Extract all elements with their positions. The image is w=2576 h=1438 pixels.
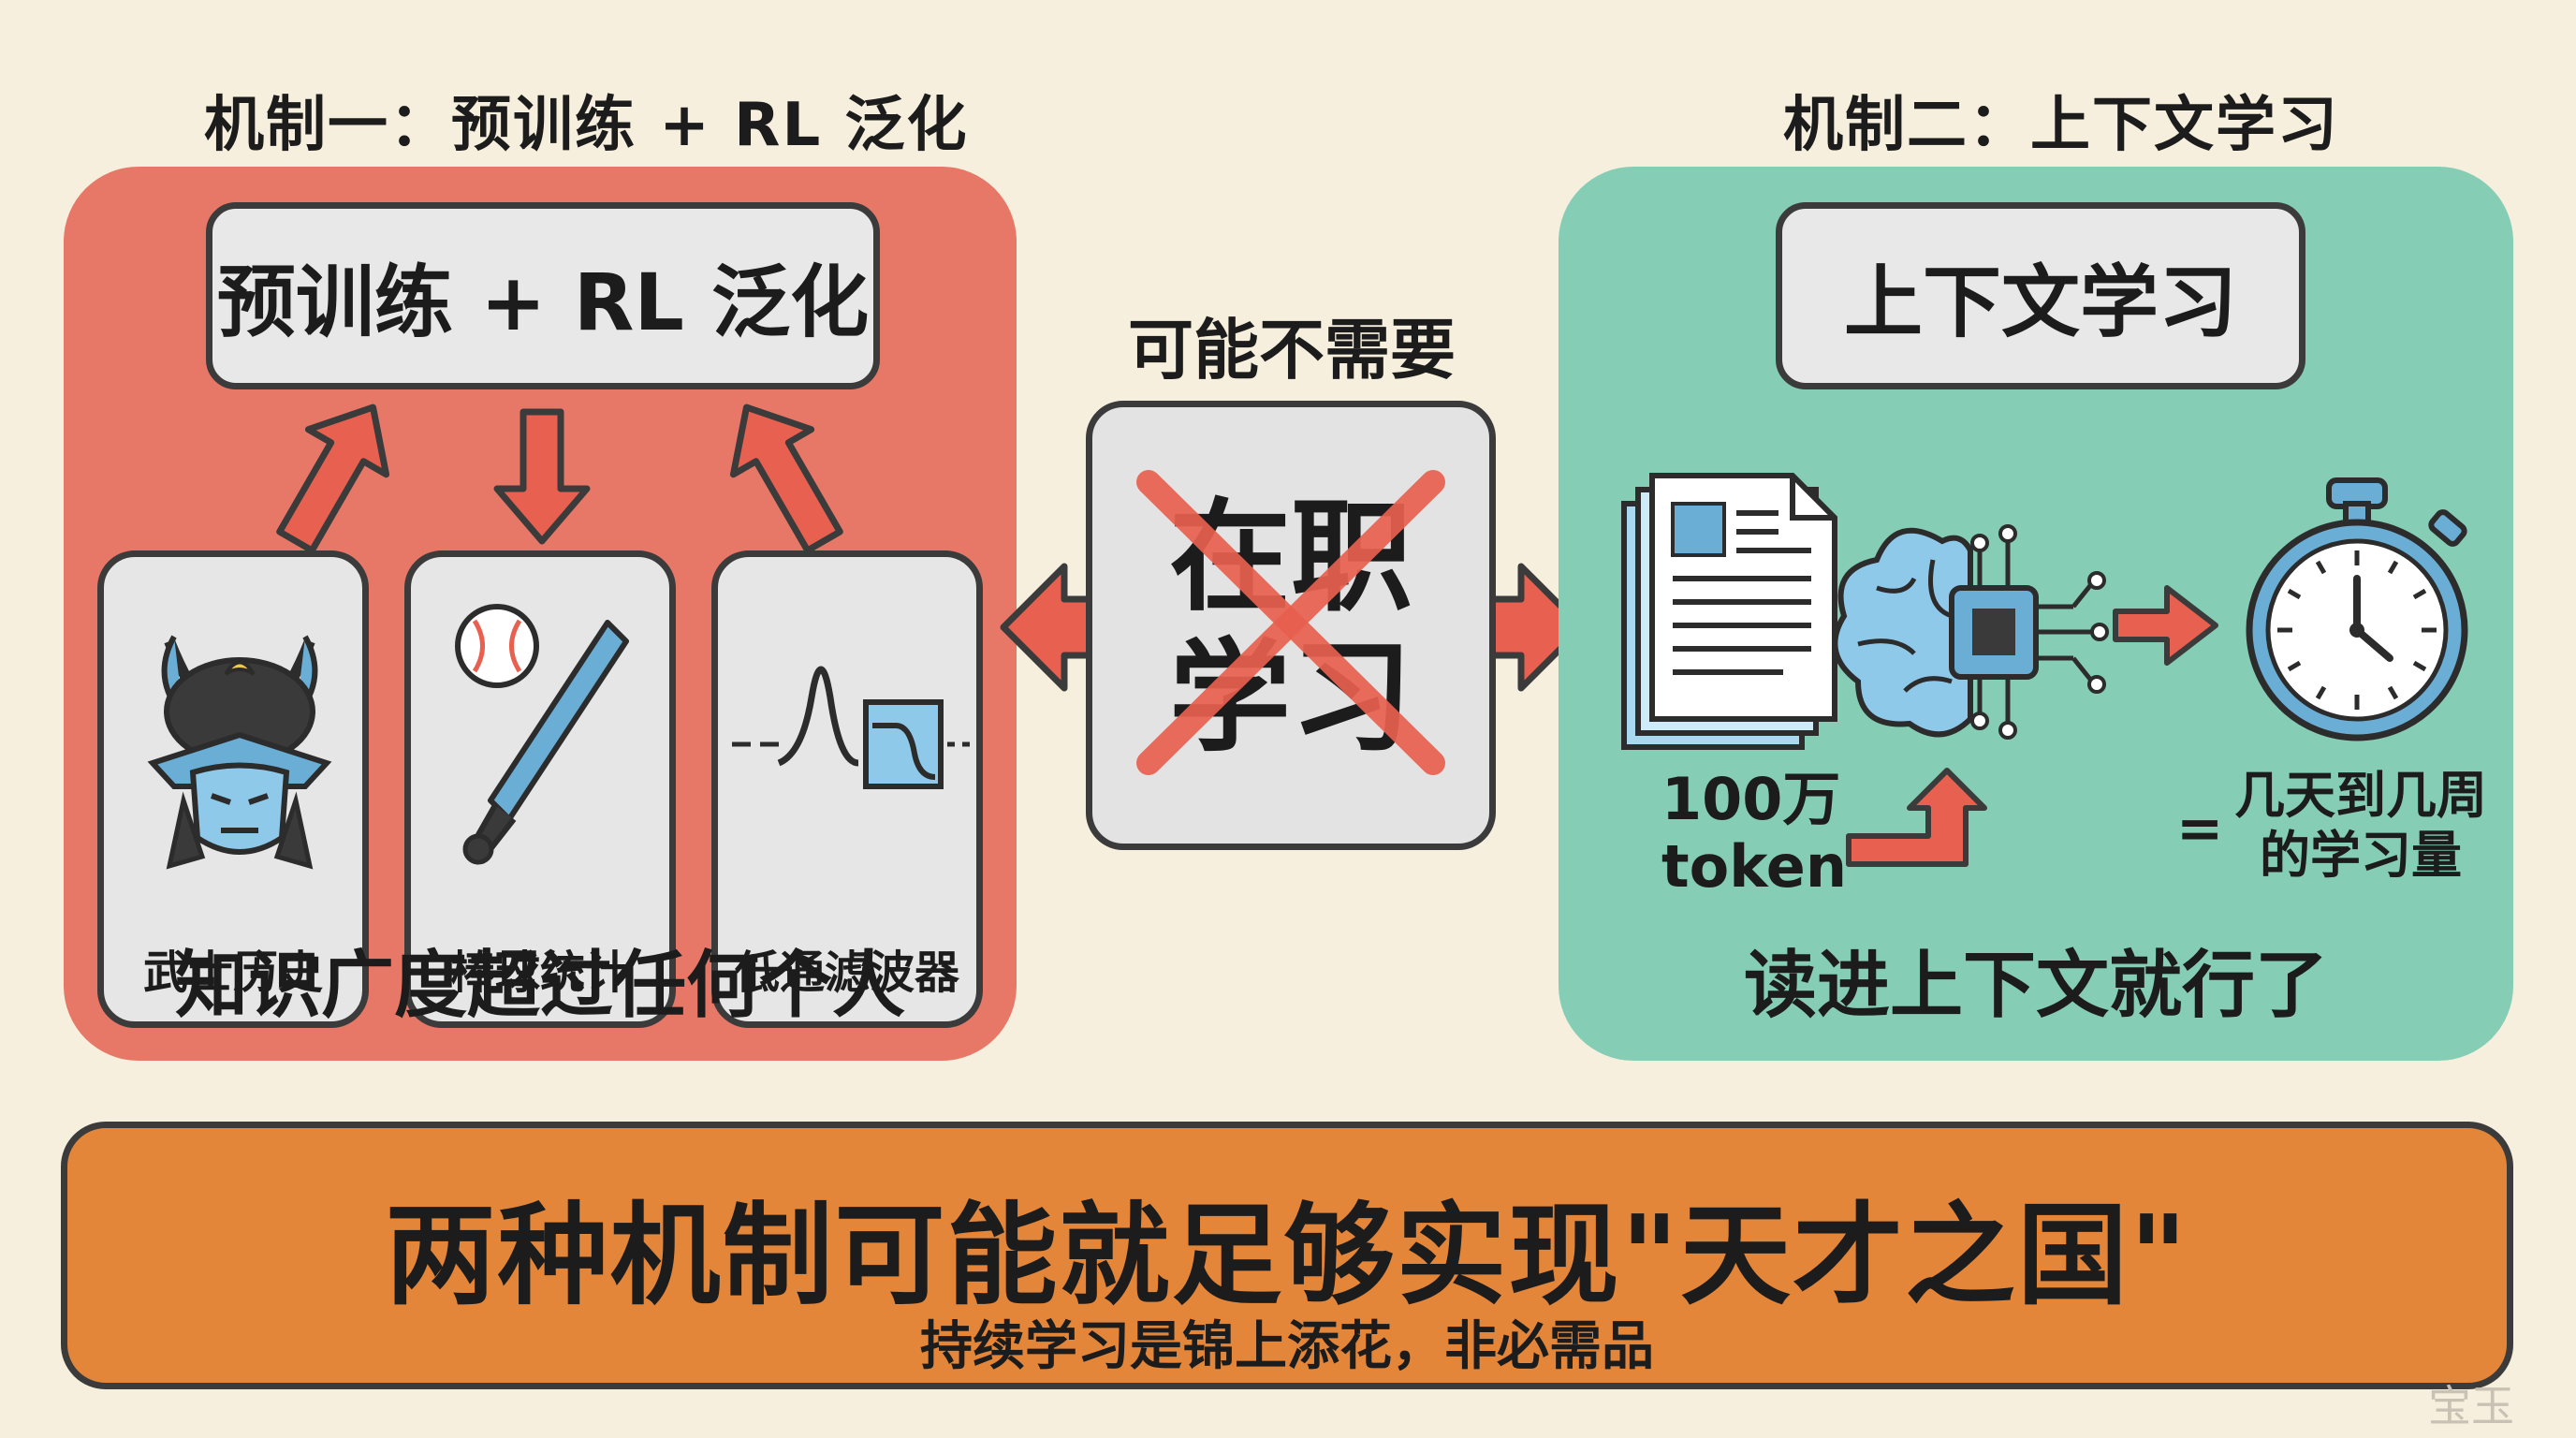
mechanism-two-caption: 读进上下文就行了 xyxy=(1743,944,2328,1028)
flow-arrows xyxy=(276,404,843,554)
documents-stack-icon xyxy=(1621,473,1837,750)
arrow-up-left-icon xyxy=(729,404,843,554)
mechanism-two-panel: 上下文学习 100万 xyxy=(1559,167,2513,1061)
may-not-need-note: 可能不需要 xyxy=(1128,312,1456,389)
learning-duration-line1: 几天到几周 xyxy=(2234,766,2487,825)
topic-label-baseball-stats: 棒球统计 xyxy=(449,946,630,999)
brain-chip-icon xyxy=(1832,524,2109,740)
lowpass-filter-icon xyxy=(732,666,971,789)
conclusion-banner: 两种机制可能就足够实现"天才之国" 持续学习是锦上添花，非必需品 xyxy=(61,1122,2513,1389)
on-the-job-learning-card: 在职 学习 xyxy=(1086,401,1496,850)
topic-card-baseball: 棒球统计 xyxy=(404,550,676,1028)
in-context-learning-box: 上下文学习 xyxy=(1776,202,2305,389)
topic-card-lowpass-filter: 低通滤波器 xyxy=(711,550,983,1028)
arrow-up-right-icon xyxy=(276,404,390,554)
cross-out-icon xyxy=(1136,470,1445,775)
arrow-up-corner-icon xyxy=(1846,768,1987,867)
mechanism-one-caption: 知识广度超过任何个人 xyxy=(174,944,905,1028)
topic-label-samurai-history: 武士历史 xyxy=(142,946,323,999)
token-unit: token xyxy=(1661,832,1847,901)
topic-card-samurai: 武士历史 xyxy=(97,550,369,1028)
topic-label-lowpass-filter: 低通滤波器 xyxy=(734,946,959,999)
mechanism-two-heading: 机制二：上下文学习 xyxy=(1783,91,2339,160)
arrow-down-icon xyxy=(493,408,591,545)
watermark: 宝玉 xyxy=(2428,1381,2514,1431)
conclusion-headline: 两种机制可能就足够实现"天才之国" xyxy=(385,1191,2189,1320)
samurai-helmet-icon xyxy=(147,635,332,870)
mechanism-one-heading: 机制一：预训练 + RL 泛化 xyxy=(204,91,969,160)
arrow-to-clock-icon xyxy=(2113,585,2218,666)
equals-sign: = xyxy=(2176,796,2224,861)
pretraining-rl-box: 预训练 + RL 泛化 xyxy=(206,202,880,389)
token-count: 100万 xyxy=(1661,765,1841,833)
conclusion-subline: 持续学习是锦上添花，非必需品 xyxy=(920,1316,1654,1377)
mechanism-one-panel: 预训练 + RL 泛化 武士历史 xyxy=(64,167,1017,1061)
baseball-bat-icon xyxy=(455,604,629,865)
stopwatch-icon xyxy=(2246,477,2468,741)
learning-duration-line2: 的学习量 xyxy=(2260,826,2462,885)
